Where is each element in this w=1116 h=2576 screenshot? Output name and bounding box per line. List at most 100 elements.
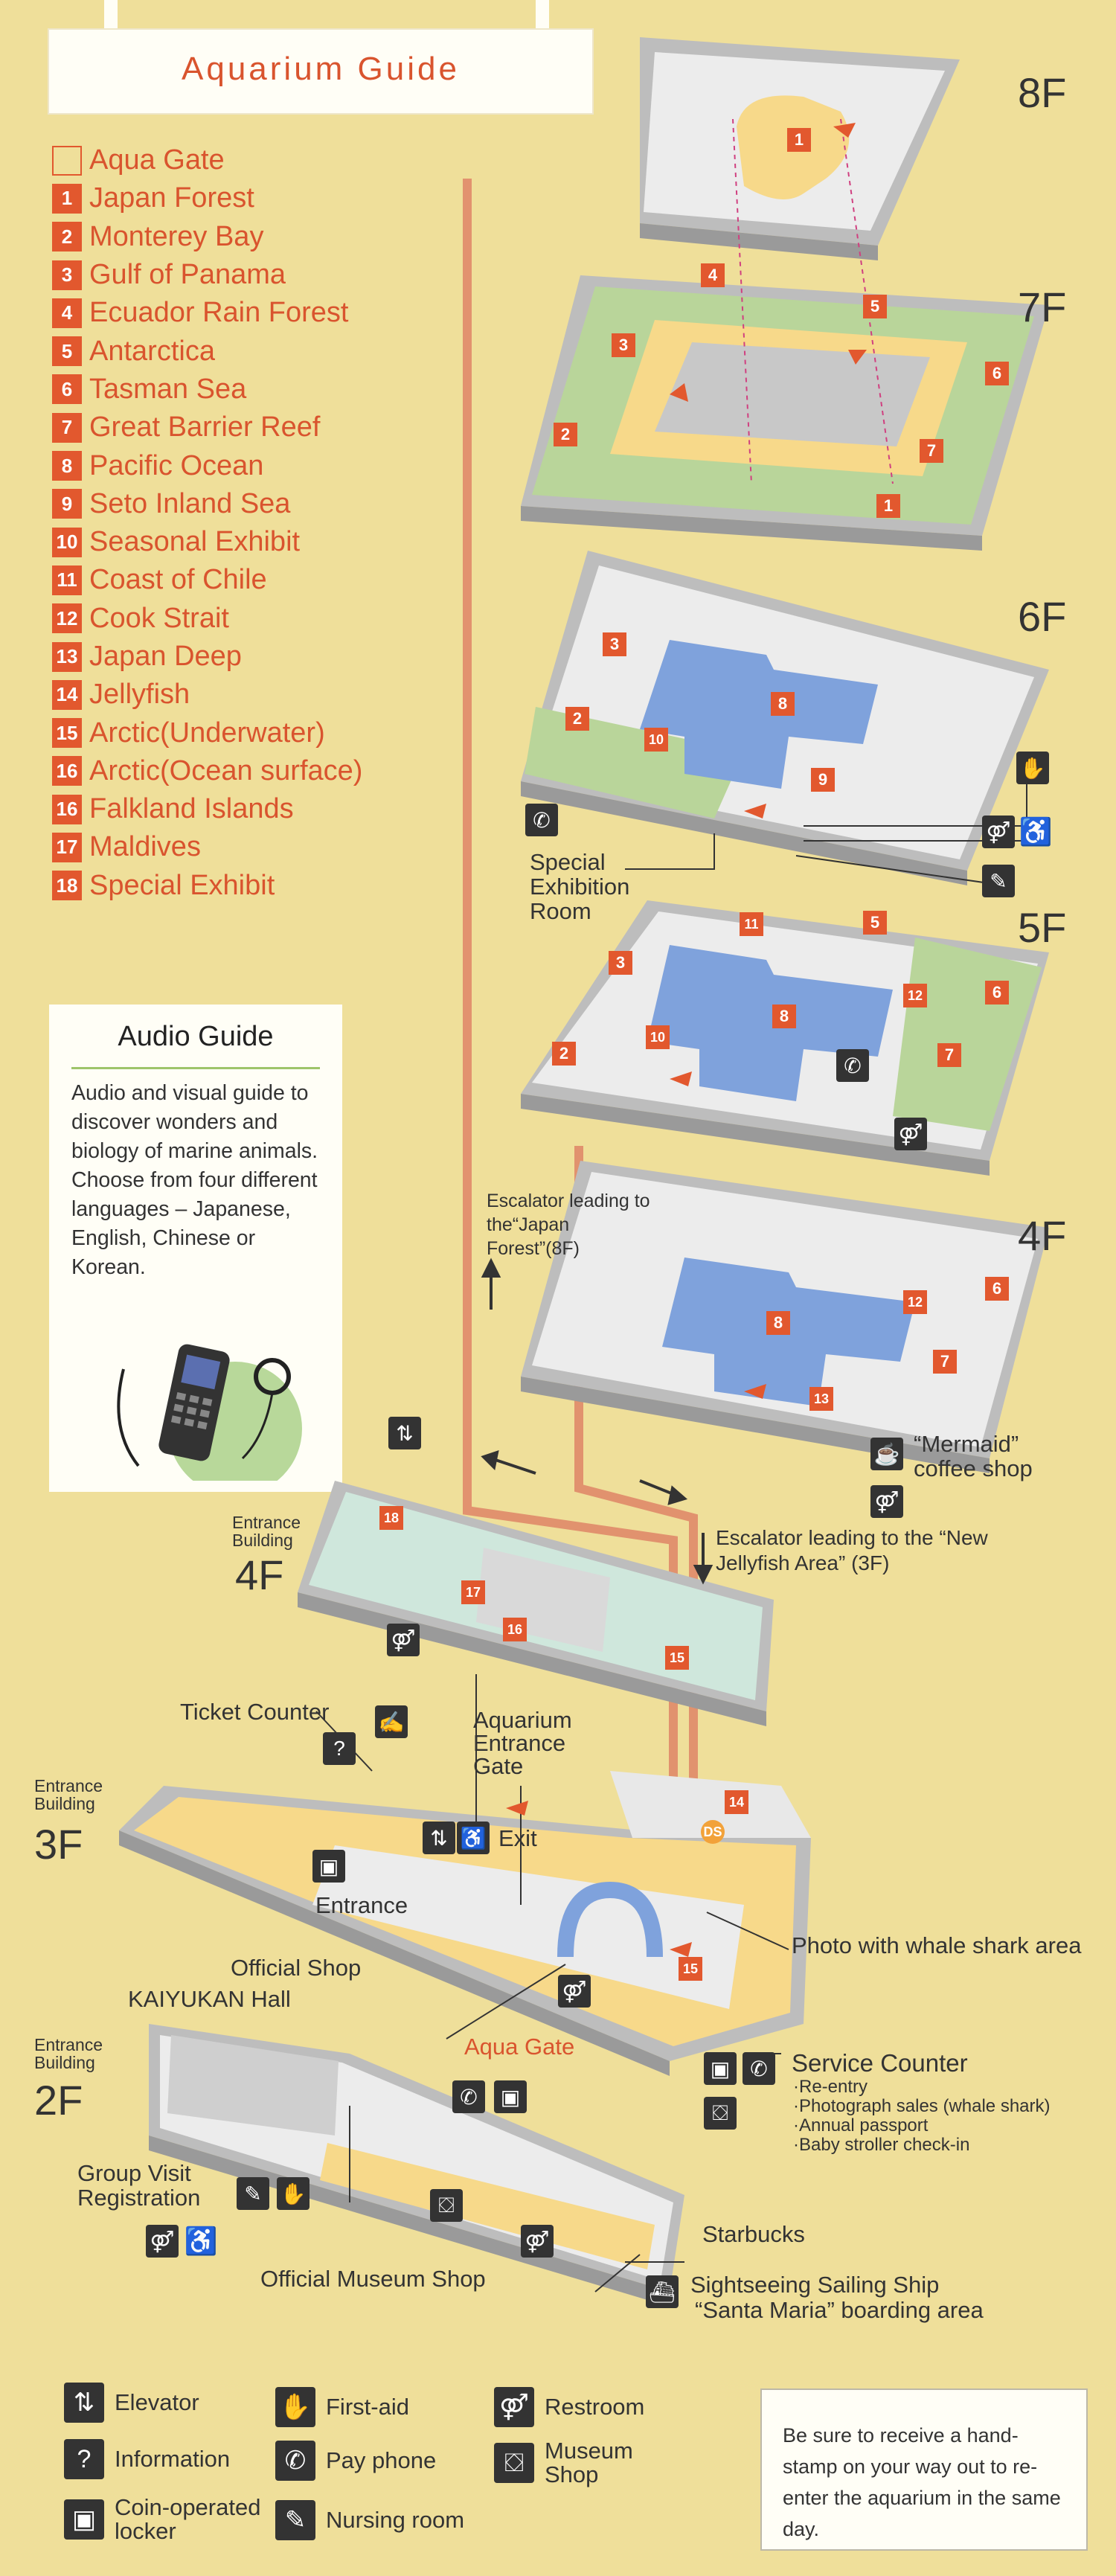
legend-label: Great Barrier Reef	[89, 411, 321, 443]
legend-number-badge: 1	[52, 183, 82, 214]
elevator-icon: ⇅	[64, 2383, 104, 2423]
nursing-room-icon: ✎	[237, 2177, 269, 2210]
restroom-icon: ⚤	[146, 2225, 179, 2258]
map-exhibit-badge: 7	[937, 1043, 961, 1067]
floor-label-eb-4f: 4F	[235, 1551, 284, 1598]
pay-phone-icon: ✆	[743, 2052, 775, 2085]
pay-phone-icon: ✆	[836, 1049, 869, 1082]
ticket-counter-label: Ticket Counter	[180, 1699, 330, 1725]
legend-label: Arctic(Underwater)	[89, 717, 325, 749]
coffee-shop-icon: ☕	[870, 1438, 903, 1470]
legend-label: Jellyfish	[89, 679, 190, 711]
aquarium-entrance-gate-label: Aquarium Entrance Gate	[473, 1707, 572, 1779]
legend-information-label: Information	[115, 2446, 231, 2472]
legend-number-badge: 18	[52, 871, 82, 901]
page-title: Aquarium Guide	[182, 51, 460, 87]
map-exhibit-badge: 6	[985, 981, 1009, 1005]
official-museum-shop-label: Official Museum Shop	[260, 2266, 486, 2292]
museum-shop-icon: ⛋	[704, 2097, 737, 2130]
map-exhibit-badge: 14	[725, 1790, 748, 1814]
service-counter-label: Service Counter	[792, 2049, 968, 2077]
legend-first-aid: ✋ First-aid	[275, 2387, 409, 2427]
legend-label: Antarctica	[89, 335, 215, 367]
santa-maria-label-2: “Santa Maria” boarding area	[695, 2297, 984, 2323]
map-exhibit-badge: 11	[740, 912, 763, 936]
floor-label-6f: 6F	[1018, 593, 1067, 640]
escalator-jellyfish-label: Escalator leading to the “New Jellyfish …	[716, 1526, 988, 1574]
legend-number-badge: 13	[52, 641, 82, 672]
legend-number-badge: 11	[52, 565, 82, 595]
legend-pay-phone-label: Pay phone	[326, 2447, 437, 2473]
coin-locker-icon: ▣	[312, 1850, 345, 1883]
audio-guide-title: Audio Guide	[118, 1021, 274, 1052]
wheelchair-icon: ♿	[184, 2226, 218, 2256]
first-aid-icon: ✋	[277, 2177, 310, 2210]
pay-phone-icon: ✆	[525, 804, 558, 836]
map-exhibit-badge: 10	[646, 1025, 670, 1049]
legend-coin-locker-label: Coin-operated locker	[115, 2494, 261, 2544]
hand-stamp-note: Be sure to receive a hand-stamp on your …	[760, 2388, 1088, 2551]
ship-icon: ⛴	[646, 2275, 679, 2308]
starbucks-label: Starbucks	[702, 2221, 805, 2247]
legend-label: Gulf of Panama	[89, 259, 286, 291]
floor-5f-map	[521, 900, 1049, 1176]
map-exhibit-badge: 5	[863, 295, 887, 318]
legend-number-badge: 7	[52, 412, 82, 443]
map-exhibit-badge: 15	[665, 1646, 689, 1670]
map-exhibit-badge: 2	[552, 1042, 576, 1066]
service-counter-item: ·Re-entry	[793, 2077, 868, 2097]
legend-number-badge: 16	[52, 794, 82, 824]
legend-number-badge: 3	[52, 260, 82, 290]
map-exhibit-badge: 7	[933, 1350, 957, 1374]
entrance-building-2f-map	[149, 2024, 684, 2307]
audio-guide-device-icon	[117, 1344, 302, 1481]
floor-label-8f: 8F	[1018, 69, 1067, 116]
legend-number-badge: 2	[52, 222, 82, 252]
map-exhibit-badge: 10	[644, 728, 668, 752]
legend-restroom: ⚤ Restroom	[494, 2387, 644, 2427]
escalator-japan-forest-label: Escalator leading to the“Japan Forest”(8…	[487, 1191, 650, 1259]
restroom-icon: ⚤	[558, 1975, 591, 2008]
legend-elevator: ⇅ Elevator	[64, 2383, 199, 2423]
restroom-icon: ⚤	[521, 2225, 554, 2258]
ticket-icon: ✍	[375, 1705, 408, 1738]
map-exhibit-badge: 1	[787, 128, 811, 152]
first-aid-icon: ✋	[275, 2387, 315, 2427]
service-counter-item: ·Annual passport	[793, 2115, 929, 2136]
mermaid-coffee-shop-label: “Mermaid” coffee shop	[914, 1431, 1033, 1481]
map-exhibit-badge: 3	[609, 951, 632, 975]
map-exhibit-badge: 16	[503, 1618, 527, 1641]
museum-shop-icon: ⛋	[494, 2443, 534, 2483]
legend-nursing-room: ✎ Nursing room	[275, 2500, 464, 2540]
legend-label: Seto Inland Sea	[89, 487, 291, 519]
legend-number-badge	[52, 145, 82, 176]
map-exhibit-badge: 8	[766, 1311, 790, 1335]
floor-label-7f: 7F	[1018, 283, 1067, 330]
pay-phone-icon: ✆	[452, 2080, 485, 2113]
photo-whale-shark-label: Photo with whale shark area	[792, 1932, 1082, 1958]
legend-label: Aqua Gate	[89, 144, 225, 176]
legend-label: Maldives	[89, 831, 201, 863]
legend-restroom-label: Restroom	[545, 2394, 645, 2420]
restroom-icon: ⚤	[982, 816, 1015, 848]
coin-locker-icon: ▣	[64, 2499, 104, 2540]
audio-guide-panel: Audio Guide Audio and visual guide to di…	[49, 1005, 342, 1492]
restroom-icon: ⚤	[870, 1485, 903, 1518]
service-counter-item: ·Baby stroller check-in	[793, 2135, 970, 2155]
floor-label-5f: 5F	[1018, 904, 1067, 951]
title-banner-strips	[104, 0, 551, 30]
map-exhibit-badge: 3	[603, 632, 626, 656]
map-exhibit-badge: 7	[920, 439, 943, 463]
wheelchair-icon: ♿	[457, 1822, 490, 1854]
legend-label: Japan Forest	[89, 182, 254, 214]
audio-guide-text: Audio and visual guide to discover wonde…	[71, 1081, 318, 1279]
legend-label: Japan Deep	[89, 641, 242, 672]
